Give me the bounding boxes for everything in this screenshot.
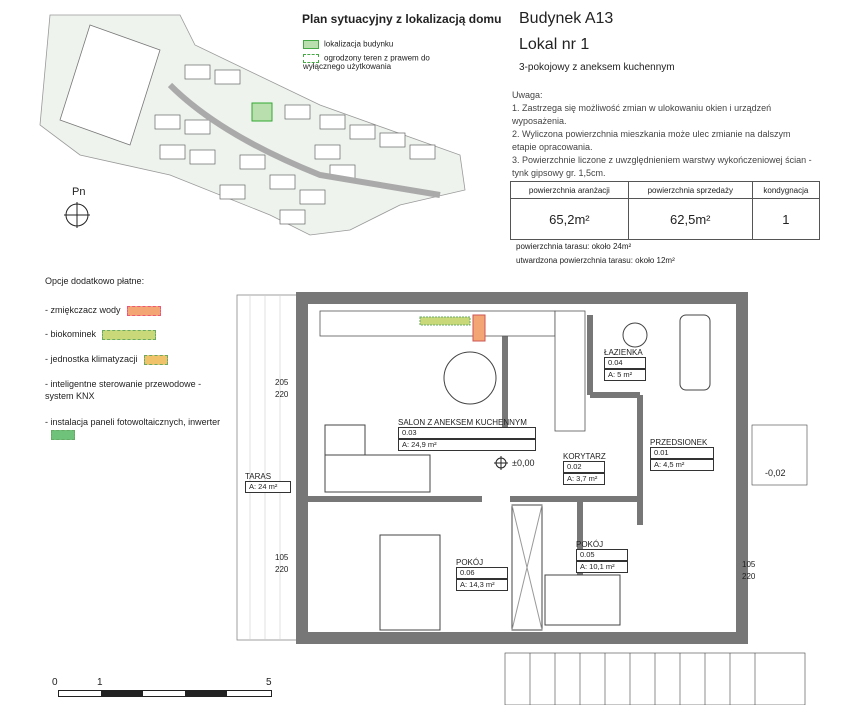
legend-item-building: lokalizacja budynku xyxy=(303,40,393,49)
water-softener-swatch xyxy=(126,305,161,316)
site-plan-map xyxy=(39,14,466,236)
window-width: 205 xyxy=(275,378,289,387)
option-label: - biokominek xyxy=(45,329,97,339)
paved-terrace-note: utwardzona powierzchnia tarasu: około 12… xyxy=(516,256,675,265)
scale-segment xyxy=(185,691,227,696)
room-name: ŁAZIENKA xyxy=(604,348,643,357)
area-header: kondygnacja xyxy=(751,181,821,199)
scale-label: 0 xyxy=(52,677,58,688)
options-title: Opcje dodatkowo płatne: xyxy=(45,276,145,286)
building-title: Budynek A13 xyxy=(519,10,614,27)
area-value: 1 xyxy=(751,198,821,240)
north-label: Pn xyxy=(72,186,86,198)
photovoltaics-swatch xyxy=(51,429,75,440)
notes: Uwaga: 1. Zastrzega się możliwość zmian … xyxy=(512,89,812,180)
room-area: A: 5 m² xyxy=(604,369,646,381)
note-item: 2. Wyliczona powierzchnia mieszkania moż… xyxy=(512,129,791,152)
north-compass-icon xyxy=(64,202,90,228)
air-conditioning-swatch xyxy=(143,354,168,365)
option-label: - jednostka klimatyzacji xyxy=(45,354,138,364)
option-water-softener: - zmiękczacz wody xyxy=(45,304,161,316)
area-header: powierzchnia sprzedaży xyxy=(627,181,753,199)
room-label-room-05: POKÓJ 0.05 A: 10,1 m² xyxy=(576,540,628,573)
room-name: POKÓJ xyxy=(576,540,604,549)
window-width: 105 xyxy=(275,553,289,562)
legend-label: lokalizacja budynku xyxy=(324,39,394,49)
option-label: - zmiękczacz wody xyxy=(45,305,121,315)
room-label-vestibule: PRZEDSIONEK 0.01 A: 4,5 m² xyxy=(650,438,714,471)
notes-title: Uwaga: xyxy=(512,90,543,100)
room-number: 0.04 xyxy=(604,357,646,369)
room-label-corridor: KORYTARZ 0.02 A: 3,7 m² xyxy=(563,452,606,485)
option-knx: - inteligentne sterowanie przewodowe - s… xyxy=(45,378,230,402)
biofireplace-swatch xyxy=(102,329,157,340)
area-table: powierzchnia aranżacji powierzchnia sprz… xyxy=(510,181,821,240)
option-label: - inteligentne sterowanie przewodowe - s… xyxy=(45,379,202,401)
room-number: 0.06 xyxy=(456,567,508,579)
unit-title: Lokal nr 1 xyxy=(519,36,590,53)
room-name: PRZEDSIONEK xyxy=(650,438,708,447)
unit-description: 3-pokojowy z aneksem kuchennym xyxy=(519,62,675,73)
legend-item-fenced: ogrodzony teren z prawem do wyłącznego u… xyxy=(303,54,443,71)
terrace-label: TARAS A: 24 m² xyxy=(245,472,291,493)
option-photovoltaics: - instalacja paneli fotowoltaicznych, in… xyxy=(45,416,225,440)
level-entry: -0,02 xyxy=(765,468,786,478)
window-height: 220 xyxy=(275,390,289,399)
room-name: KORYTARZ xyxy=(563,452,606,461)
terrace-name: TARAS xyxy=(245,472,272,481)
room-number: 0.05 xyxy=(576,549,628,561)
note-item: 1. Zastrzega się możliwość zmian w uloko… xyxy=(512,103,772,126)
room-name: SALON Z ANEKSEM KUCHENNYM xyxy=(398,418,527,427)
site-plan-title: Plan sytuacyjny z lokalizacją domu xyxy=(302,12,502,26)
room-area: A: 24,9 m² xyxy=(398,439,536,451)
room-area: A: 3,7 m² xyxy=(563,473,605,485)
legend-label: ogrodzony teren z prawem do wyłącznego u… xyxy=(303,53,430,71)
scale-bar xyxy=(58,690,272,697)
area-header: powierzchnia aranżacji xyxy=(510,181,629,199)
window-height: 220 xyxy=(742,572,756,581)
room-label-bathroom: ŁAZIENKA 0.04 A: 5 m² xyxy=(604,348,646,381)
note-item: 3. Powierzchnie liczone z uwzględnieniem… xyxy=(512,155,812,178)
scale-segment xyxy=(101,691,143,696)
room-name: POKÓJ xyxy=(456,558,484,567)
room-area: A: 10,1 m² xyxy=(576,561,628,573)
floor-plan xyxy=(236,292,808,705)
window-width: 105 xyxy=(742,560,756,569)
room-number: 0.01 xyxy=(650,447,714,459)
room-number: 0.02 xyxy=(563,461,605,473)
scale-label: 5 xyxy=(266,677,272,688)
window-height: 220 xyxy=(275,565,289,574)
site-plan xyxy=(20,5,480,245)
area-value: 62,5m² xyxy=(627,198,753,240)
room-area: A: 14,3 m² xyxy=(456,579,508,591)
option-air-conditioning: - jednostka klimatyzacji xyxy=(45,353,168,365)
terrace-area-note: powierzchnia tarasu: około 24m² xyxy=(516,242,632,251)
area-value: 65,2m² xyxy=(510,198,629,240)
room-label-living: SALON Z ANEKSEM KUCHENNYM 0.03 A: 24,9 m… xyxy=(398,418,536,451)
terrace-area: A: 24 m² xyxy=(245,481,291,493)
level-main: ±0,00 xyxy=(512,458,535,468)
scale-label: 1 xyxy=(97,677,103,688)
room-number: 0.03 xyxy=(398,427,536,439)
room-area: A: 4,5 m² xyxy=(650,459,714,471)
building-location-swatch xyxy=(303,40,319,49)
option-biofireplace: - biokominek xyxy=(45,328,157,340)
option-label: - instalacja paneli fotowoltaicznych, in… xyxy=(45,417,221,427)
room-label-room-06: POKÓJ 0.06 A: 14,3 m² xyxy=(456,558,508,591)
